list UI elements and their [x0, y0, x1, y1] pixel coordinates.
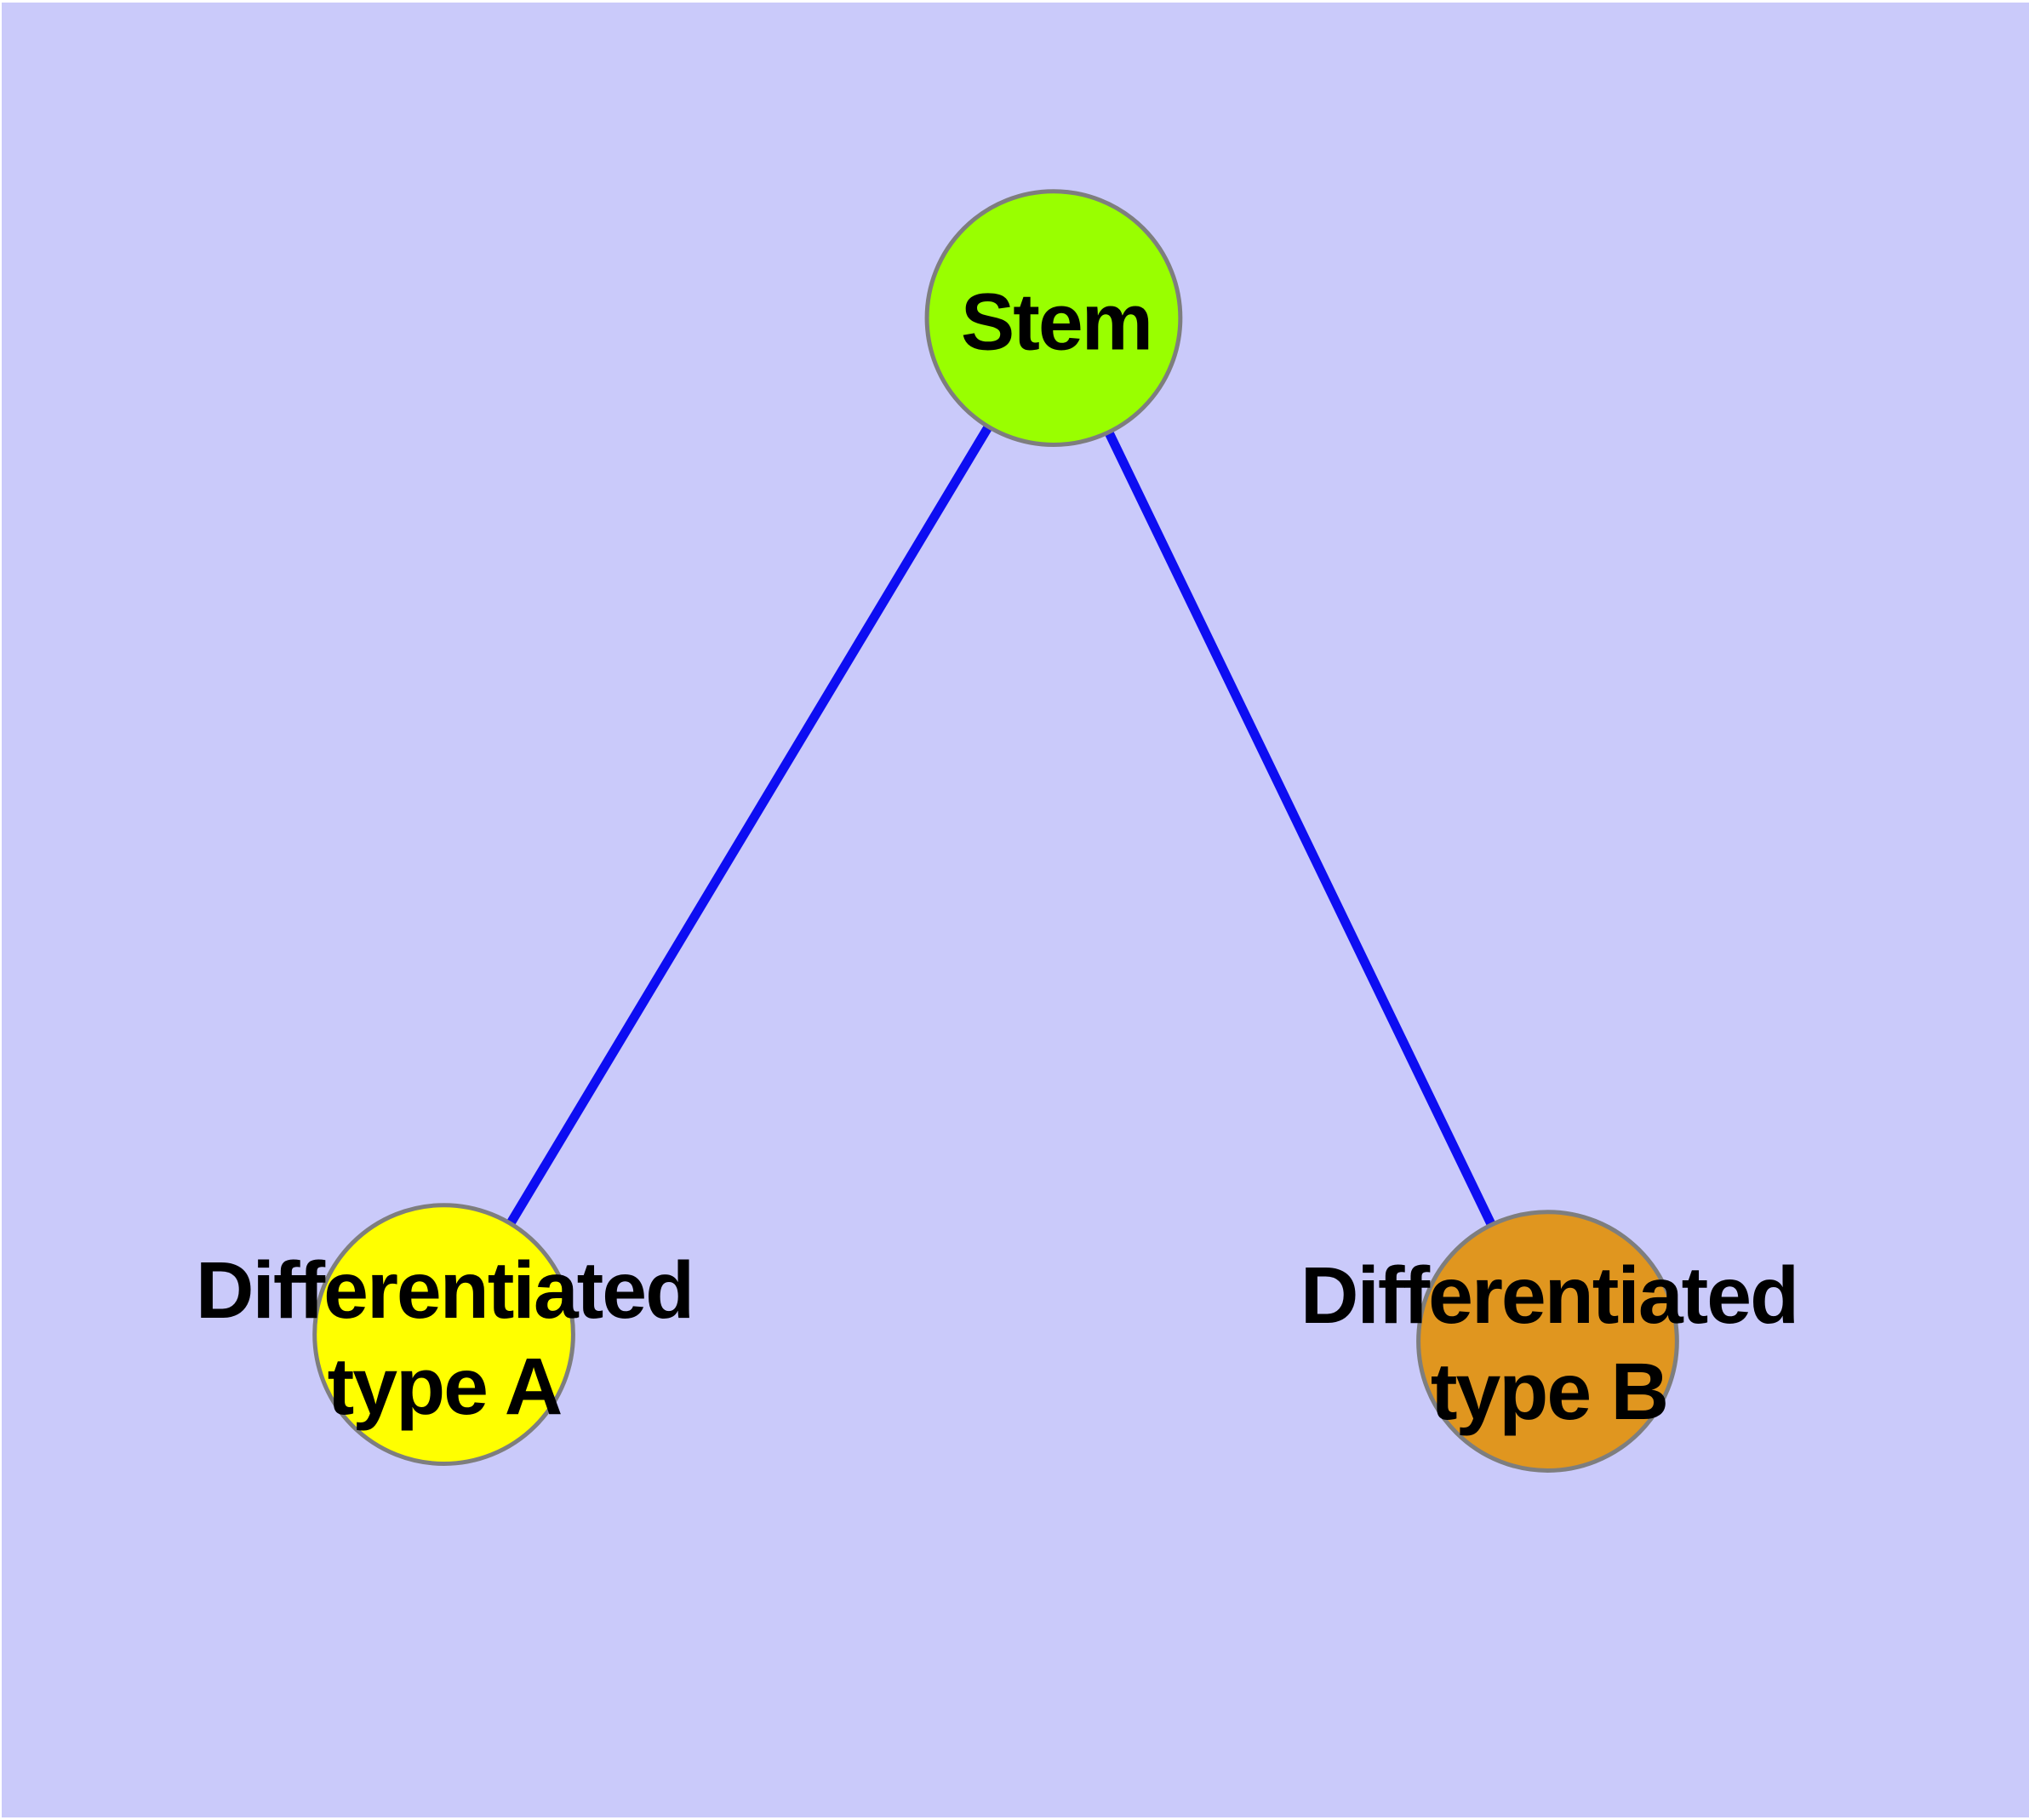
- edge-stem-to-type-a: [439, 315, 1058, 1337]
- edge-stem-to-type-b: [1049, 316, 1552, 1343]
- node-stem-circle: [924, 189, 1183, 447]
- node-type-a-circle: [312, 1203, 575, 1466]
- graph-svg: [312, 189, 1679, 1473]
- diagram-canvas: Stem Differentiated type A Differentiate…: [2, 3, 2029, 1817]
- node-type-b-circle: [1416, 1210, 1679, 1473]
